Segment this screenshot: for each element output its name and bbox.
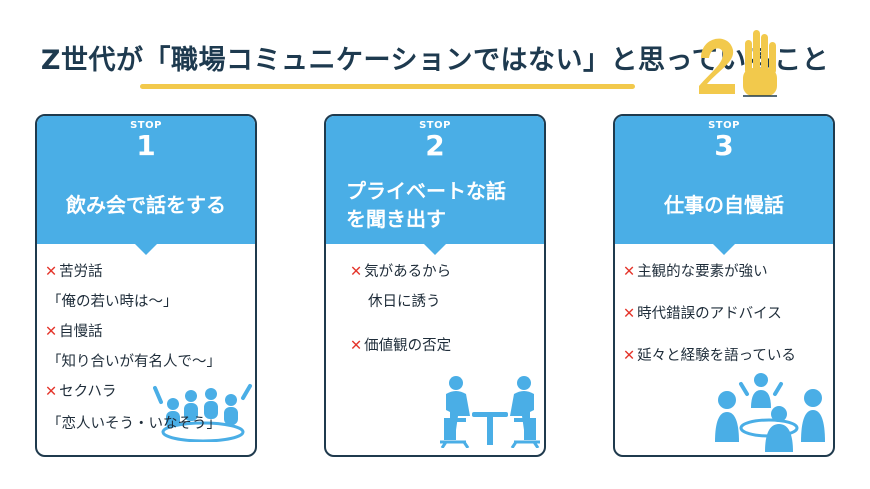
- stop-label: STOP: [708, 120, 740, 131]
- list-item: ✕主観的な要素が強い: [623, 264, 768, 280]
- cross-icon: ✕: [350, 338, 363, 354]
- card-title: プライベートな話 を聞き出す: [346, 179, 506, 231]
- cross-icon: ✕: [350, 264, 363, 280]
- list-item: ✕セクハラ: [45, 384, 117, 400]
- cross-icon: ✕: [45, 384, 58, 400]
- stop-number: 3: [714, 129, 734, 162]
- stop-label: STOP: [419, 120, 451, 131]
- party-people-icon: [153, 384, 252, 442]
- list-item: ✕延々と経験を語っている: [623, 348, 796, 364]
- list-item: 「恋人いそう・いなそう」: [47, 416, 221, 432]
- list-item: ✕自慢話: [45, 324, 103, 340]
- cross-icon: ✕: [45, 264, 58, 280]
- title-underline: [140, 84, 635, 89]
- stop-label: STOP: [130, 120, 162, 131]
- page-title: Z世代が「職場コミュニケーションではない」と思っていること: [40, 45, 830, 76]
- cross-icon: ✕: [45, 324, 58, 340]
- hand-raise-icon: [699, 30, 777, 97]
- stop-card-3: STOP 3 仕事の自慢話 ✕主観的な要素が強い ✕時代錯誤のアドバイス ✕延々…: [613, 114, 835, 457]
- stop-card-2: STOP 2 プライベートな話 を聞き出す ✕気があるから 休日に誘う ✕価値観…: [324, 114, 546, 457]
- cross-icon: ✕: [623, 264, 636, 280]
- list-item: ✕価値観の否定: [350, 338, 452, 354]
- stop-card-1: STOP 1 飲み会で話をする ✕苦労話 「俺の若い時は〜」 ✕自慢話 「知り合…: [35, 114, 257, 457]
- list-item: ✕苦労話: [45, 264, 103, 280]
- list-item: 「知り合いが有名人で〜」: [47, 354, 221, 370]
- cross-icon: ✕: [623, 306, 636, 322]
- card-header: STOP 1 飲み会で話をする: [37, 116, 255, 255]
- card-header: STOP 2 プライベートな話 を聞き出す: [326, 116, 544, 255]
- list-item: ✕時代錯誤のアドバイス: [623, 306, 782, 322]
- stop-number: 1: [136, 129, 156, 162]
- list-item: 「俺の若い時は〜」: [47, 294, 178, 310]
- list-item: ✕気があるから: [350, 264, 452, 280]
- cross-icon: ✕: [623, 348, 636, 364]
- card-header: STOP 3 仕事の自慢話: [615, 116, 833, 255]
- meeting-desk-icon: [440, 376, 540, 448]
- list-item: 休日に誘う: [368, 294, 441, 310]
- stop-number: 2: [425, 129, 445, 162]
- card-title: 仕事の自慢話: [664, 193, 784, 217]
- group-people-icon: [715, 373, 825, 452]
- card-title: 飲み会で話をする: [66, 193, 226, 217]
